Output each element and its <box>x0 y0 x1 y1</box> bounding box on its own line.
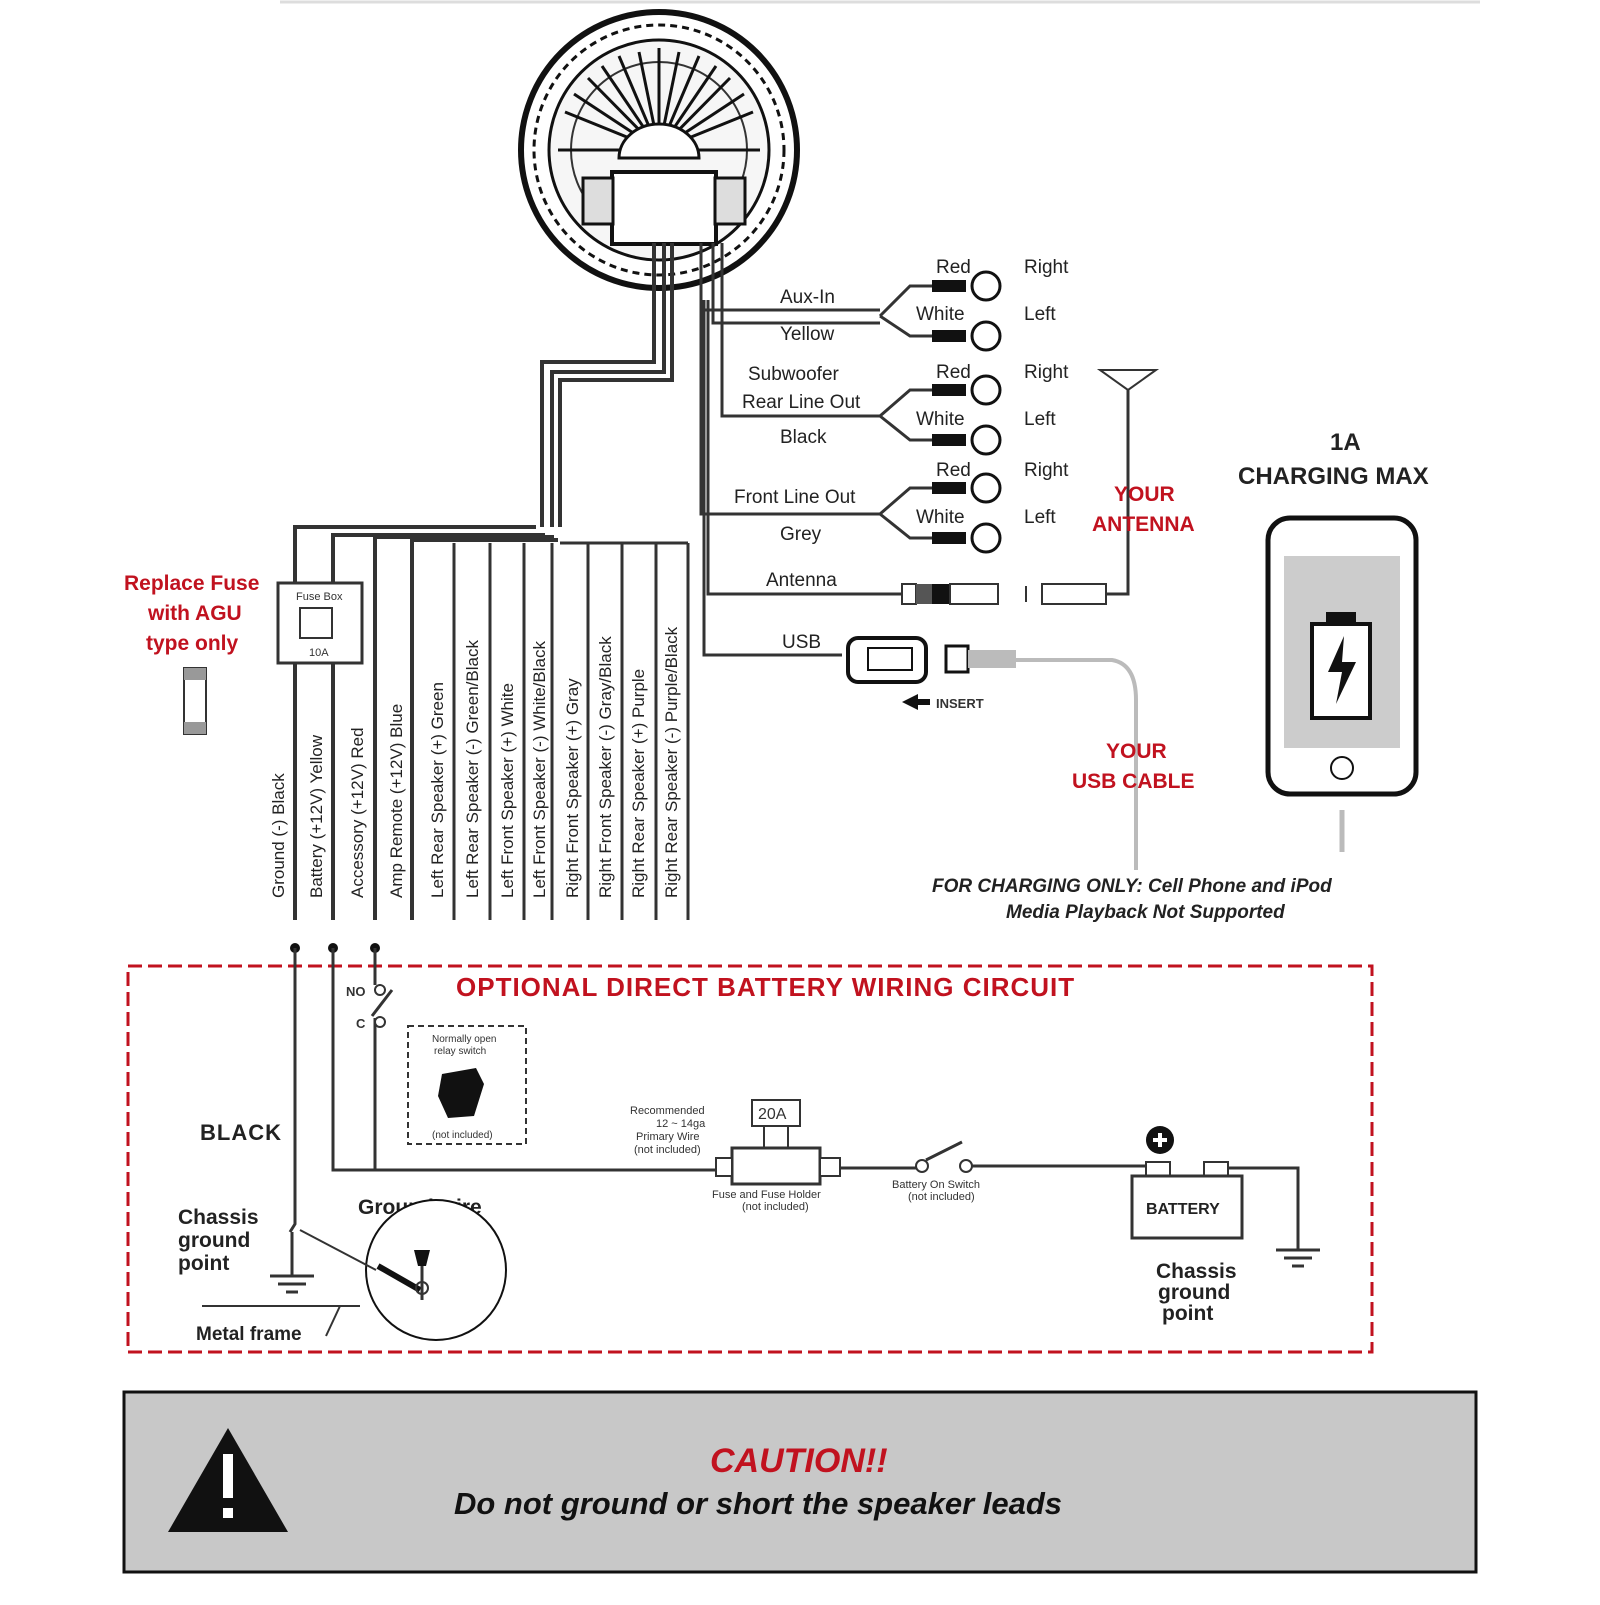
rca-group-subwoofer: Subwoofer Rear Line Out Black Red White … <box>742 362 1069 456</box>
rca-aux-in-color: Yellow <box>780 324 835 345</box>
fuse-box: Fuse Box 10A <box>276 581 364 665</box>
battery-icon: BATTERY <box>1130 1126 1300 1250</box>
caution-title: CAUTION!! <box>710 1442 888 1480</box>
fuse-note-line1: Replace Fuse <box>124 572 259 595</box>
fuse-holder-line2: (not included) <box>742 1201 809 1213</box>
fuse-holder-line1: Fuse and Fuse Holder <box>712 1189 821 1201</box>
your-antenna-label: YOUR ANTENNA <box>1092 483 1195 536</box>
wire-label-accessory: Accessory (+12V) Red <box>348 727 367 898</box>
ground-symbol-right <box>1276 1248 1320 1268</box>
antenna-icon <box>1096 369 1160 392</box>
battery-circuit-title: OPTIONAL DIRECT BATTERY WIRING CIRCUIT <box>456 972 1075 1002</box>
battery-circuit: OPTIONAL DIRECT BATTERY WIRING CIRCUIT N… <box>126 943 1374 1354</box>
relay-note-line3: (not included) <box>432 1130 493 1141</box>
rca-aux-in-right: Right <box>1024 257 1069 278</box>
fuse-note-line3: type only <box>146 632 239 655</box>
wire-label-amp-remote: Amp Remote (+12V) Blue <box>387 704 406 898</box>
inline-fuse-rating: 20A <box>758 1106 787 1123</box>
charging-line1: 1A <box>1330 429 1361 456</box>
your-usb-label: YOUR USB CABLE <box>1072 740 1195 793</box>
speaker-wire-labels: Ground (-) Black Battery (+12V) Yellow A… <box>269 626 681 898</box>
ground-symbol-left <box>270 1232 314 1294</box>
chassis-left-line2: ground <box>178 1229 250 1252</box>
rca-group-front-line-out: Front Line Out Grey Red White Right Left <box>734 460 1069 554</box>
rca-aux-in-left: Left <box>1024 304 1056 325</box>
chassis-left-line3: point <box>178 1252 229 1275</box>
wire-label-right-front-pos: Right Front Speaker (+) Gray <box>563 678 582 898</box>
fuse-note-line2: with AGU <box>147 602 242 625</box>
rca-front-left: Left <box>1024 507 1056 528</box>
rca-aux-in-name: Aux-In <box>780 287 835 308</box>
charging-label: 1A CHARGING MAX <box>1238 429 1429 490</box>
wire-label-ground: Ground (-) Black <box>269 773 288 898</box>
agu-fuse-icon <box>183 667 207 735</box>
battery-label: BATTERY <box>1146 1201 1220 1218</box>
caution-text: Do not ground or short the speaker leads <box>454 1486 1062 1521</box>
fuse-box-rating: 10A <box>309 647 329 659</box>
antenna-label: Antenna <box>766 570 837 591</box>
chassis-left-line1: Chassis <box>178 1206 259 1229</box>
charging-note-line1: FOR CHARGING ONLY: Cell Phone and iPod <box>932 876 1332 897</box>
rca-front-top: Red <box>936 460 971 481</box>
charging-note: FOR CHARGING ONLY: Cell Phone and iPod M… <box>932 876 1332 923</box>
rca-subwoofer-right: Right <box>1024 362 1069 383</box>
stereo-head-unit <box>518 9 800 291</box>
chassis-right-line3: point <box>1162 1302 1213 1325</box>
wire-label-left-front-pos: Left Front Speaker (+) White <box>498 683 517 898</box>
your-usb-line2: USB CABLE <box>1072 770 1195 793</box>
wire-label-right-front-neg: Right Front Speaker (-) Gray/Black <box>596 636 615 898</box>
rca-front-name: Front Line Out <box>734 487 856 508</box>
rca-subwoofer-color: Black <box>780 427 827 448</box>
rca-subwoofer-bottom: White <box>916 409 965 430</box>
charging-line2: CHARGING MAX <box>1238 463 1429 490</box>
phone-icon <box>1265 515 1419 852</box>
main-harness <box>293 243 674 920</box>
wire-label-left-front-neg: Left Front Speaker (-) White/Black <box>530 641 549 898</box>
metal-frame-label: Metal frame <box>196 1324 302 1345</box>
black-wire-label: BLACK <box>200 1120 282 1145</box>
usb-label: USB <box>782 632 821 653</box>
your-antenna-line1: YOUR <box>1114 483 1175 506</box>
your-antenna-line2: ANTENNA <box>1092 513 1195 536</box>
relay-no-label: NO <box>346 984 366 999</box>
switch-note-line1: Battery On Switch <box>892 1179 980 1191</box>
chassis-right-line2: ground <box>1158 1281 1230 1304</box>
fuse-note: Replace Fuse with AGU type only <box>124 572 259 655</box>
rca-aux-in-bottom: White <box>916 304 965 325</box>
fuse-box-title: Fuse Box <box>296 591 343 603</box>
rca-front-right: Right <box>1024 460 1069 481</box>
rca-subwoofer-name1: Subwoofer <box>748 364 840 385</box>
charging-note-line2: Media Playback Not Supported <box>1006 902 1285 923</box>
rca-front-bottom: White <box>916 507 965 528</box>
rca-group-aux-in: Aux-In Yellow Red White Right Left <box>780 257 1069 352</box>
wire-note-line2: 12 ~ 14ga <box>656 1118 706 1130</box>
relay-c-label: C <box>356 1016 366 1031</box>
switch-note-line2: (not included) <box>908 1191 975 1203</box>
wire-label-right-rear-pos: Right Rear Speaker (+) Purple <box>629 669 648 898</box>
wire-note-line4: (not included) <box>634 1144 701 1156</box>
inline-fuse-holder: 20A <box>715 1099 841 1186</box>
relay-note-line2: relay switch <box>434 1046 486 1057</box>
rca-subwoofer-name2: Rear Line Out <box>742 392 861 413</box>
battery-switch <box>915 1140 973 1173</box>
wire-label-right-rear-neg: Right Rear Speaker (-) Purple/Black <box>662 626 681 898</box>
rca-subwoofer-top: Red <box>936 362 971 383</box>
antenna-connector: Antenna <box>766 388 1130 605</box>
rca-subwoofer-left: Left <box>1024 409 1056 430</box>
wire-note-line1: Recommended <box>630 1105 705 1117</box>
chassis-right-line1: Chassis <box>1156 1260 1237 1283</box>
insert-label: INSERT <box>936 696 984 711</box>
relay-note-line1: Normally open <box>432 1034 496 1045</box>
usb-connector: USB INSERT <box>782 632 1138 870</box>
your-usb-line1: YOUR <box>1106 740 1167 763</box>
wire-label-left-rear-neg: Left Rear Speaker (-) Green/Black <box>463 640 482 898</box>
rca-aux-in-top: Red <box>936 257 971 278</box>
wire-label-battery: Battery (+12V) Yellow <box>307 734 326 898</box>
rca-front-color: Grey <box>780 524 822 545</box>
caution-banner: CAUTION!! Do not ground or short the spe… <box>122 1390 1478 1574</box>
ground-wire-detail <box>299 1199 507 1341</box>
wire-note-line3: Primary Wire <box>636 1131 700 1143</box>
wire-label-left-rear-pos: Left Rear Speaker (+) Green <box>428 682 447 898</box>
